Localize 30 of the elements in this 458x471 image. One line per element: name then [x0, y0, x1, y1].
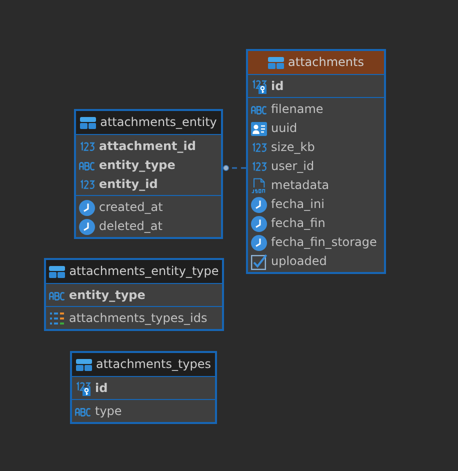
column-name: user_id [271, 159, 314, 174]
relationship-line [223, 165, 246, 171]
column-name: filename [271, 102, 324, 117]
column-name: uuid [271, 121, 298, 136]
table-box [74, 109, 223, 239]
table-box [246, 49, 386, 274]
column-name: deleted_at [99, 219, 162, 234]
column-name: id [271, 79, 284, 94]
column-name: entity_type [69, 288, 146, 303]
column-group [76, 195, 221, 237]
column-name: entity_id [99, 177, 158, 192]
column-name: entity_type [99, 158, 176, 173]
column-name: fecha_fin_storage [271, 235, 377, 250]
table-name: attachments_entity [100, 115, 217, 130]
column-name: attachments_types_ids [69, 311, 208, 326]
table-name: attachments_types [96, 357, 211, 372]
table-name: attachments [288, 55, 364, 70]
column-name: id [95, 381, 108, 396]
column-name: size_kb [271, 140, 315, 155]
column-group [248, 97, 384, 272]
column-name: type [95, 404, 122, 419]
table-box [44, 258, 224, 331]
column-name: fecha_fin [271, 216, 326, 231]
column-name: attachment_id [99, 139, 196, 154]
column-name: created_at [99, 200, 163, 215]
table-box [70, 351, 217, 424]
table-name: attachments_entity_type [69, 264, 219, 279]
column-name: fecha_ini [271, 197, 324, 212]
column-name: uploaded [271, 254, 327, 269]
column-name: metadata [271, 178, 330, 193]
